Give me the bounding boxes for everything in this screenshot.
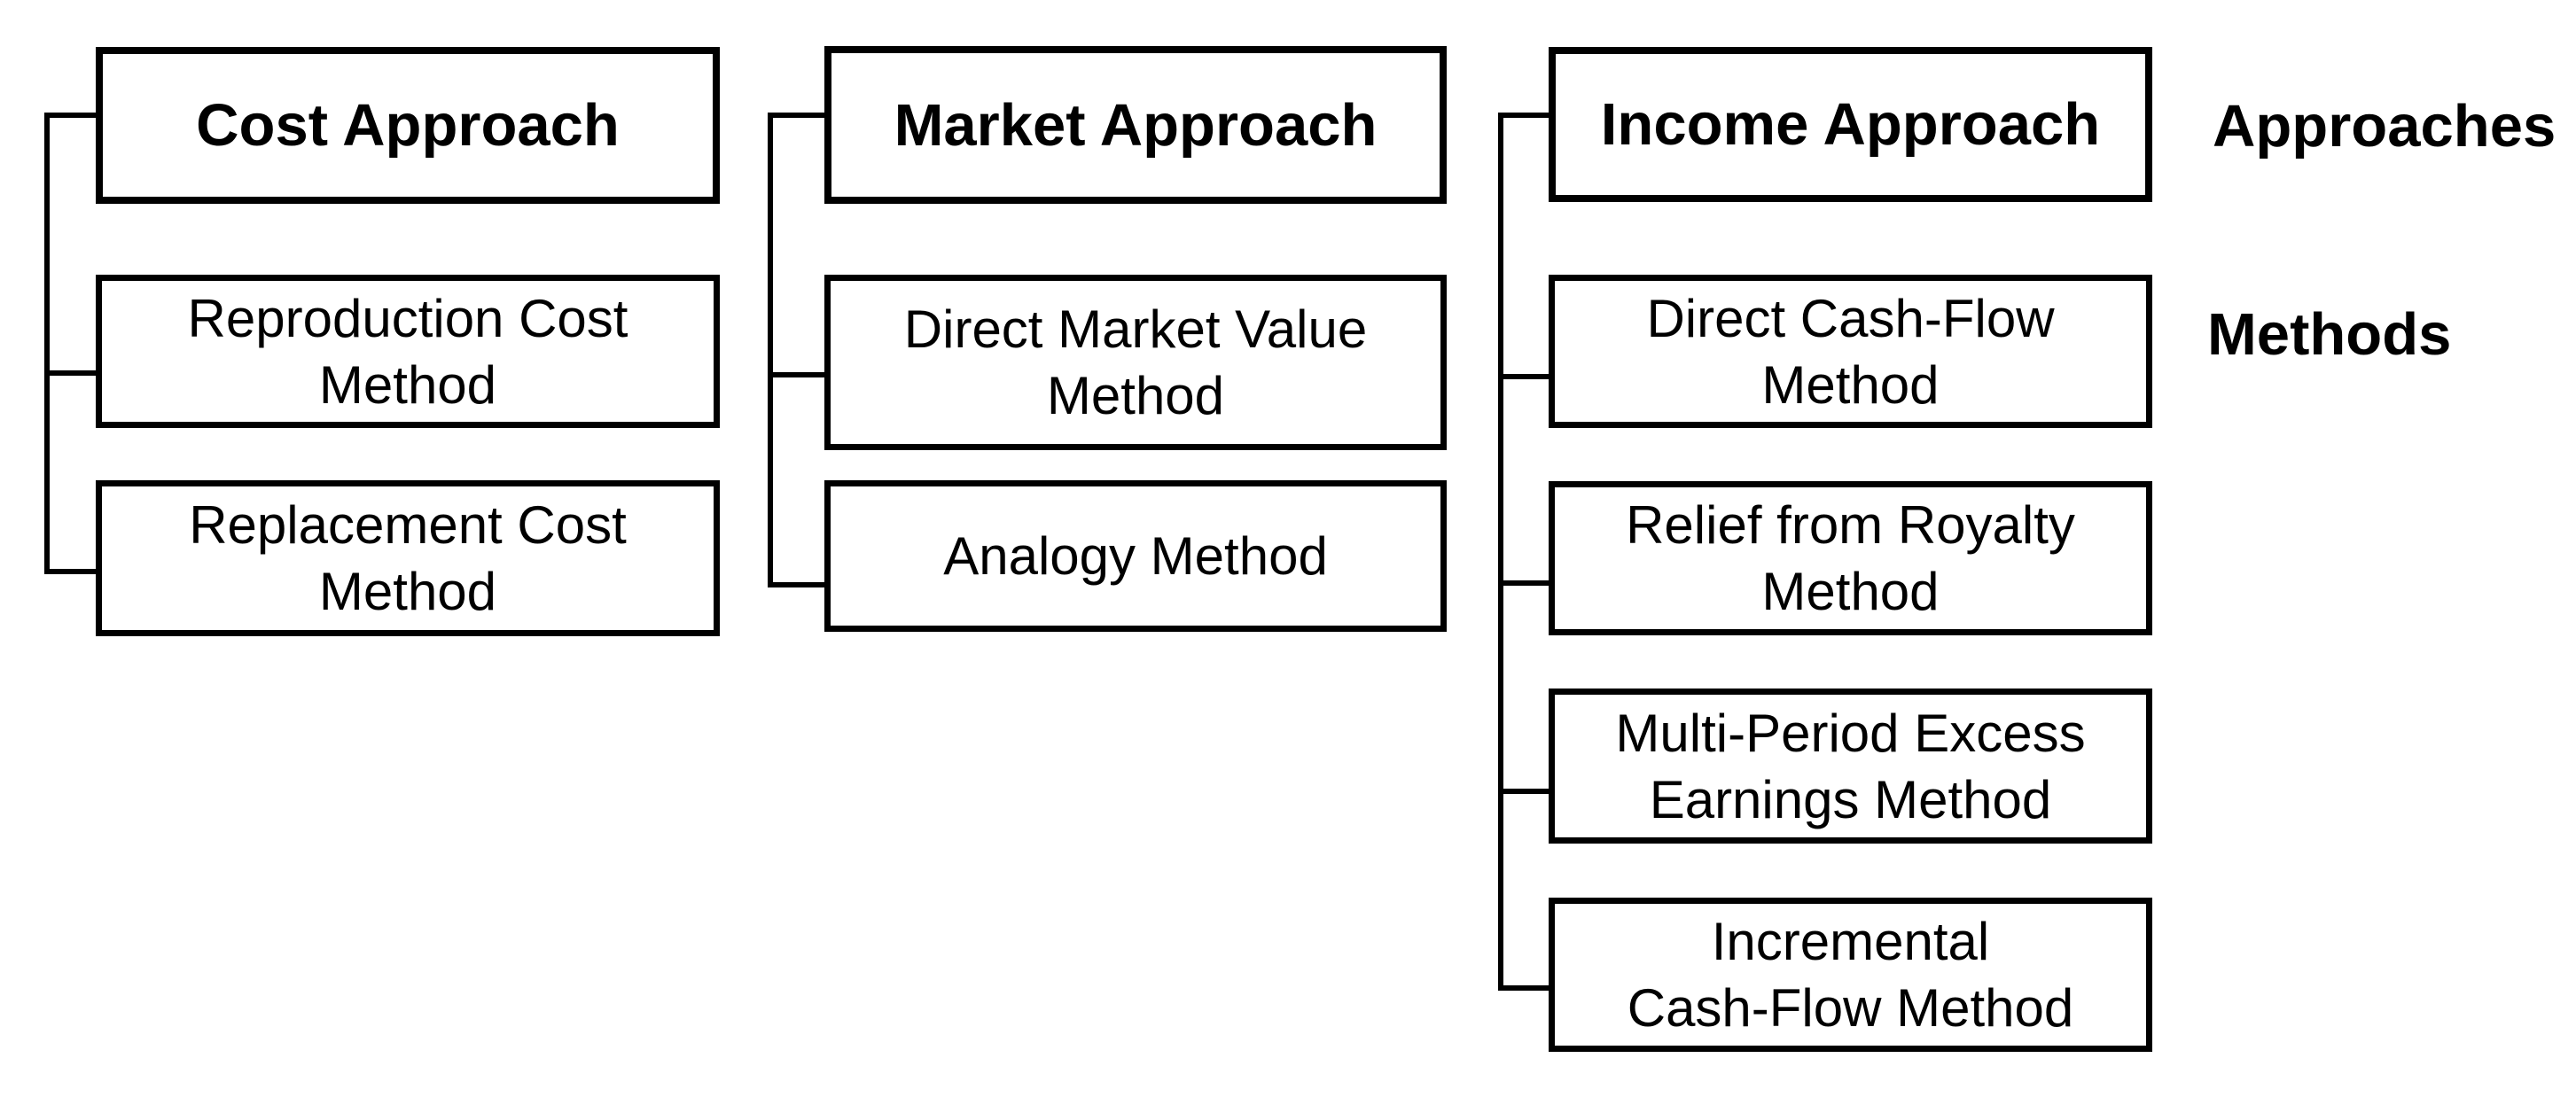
method-label-line: Relief from Royalty: [1626, 495, 2075, 555]
method-label-line: Method: [318, 354, 497, 415]
method-label-line: Method: [1761, 562, 1940, 621]
connector-bracket-cost: [44, 113, 96, 574]
method-label-line: Cash-Flow Method: [1627, 978, 2074, 1038]
multi-period-excess-earnings-method-box: Multi-Period Excess Earnings Method: [1549, 689, 2152, 844]
method-label-line: Method: [1761, 354, 1940, 415]
approaches-row-label: Approaches: [2213, 93, 2556, 159]
method-label-line: Earnings Method: [1649, 769, 2052, 829]
replacement-cost-method-box: Replacement Cost Method: [96, 480, 720, 636]
method-label-line: Method: [1046, 366, 1225, 425]
direct-cash-flow-method-box: Direct Cash-Flow Method: [1549, 275, 2152, 428]
reproduction-cost-method-box: Reproduction Cost Method: [96, 275, 720, 428]
method-label-line: Direct Market Value: [903, 300, 1368, 359]
method-label-line: Method: [318, 562, 497, 621]
connector-bracket-market: [768, 113, 824, 587]
relief-from-royalty-method-box: Relief from Royalty Method: [1549, 481, 2152, 635]
analogy-method-box: Analogy Method: [824, 480, 1447, 632]
methods-row-label: Methods: [2207, 301, 2452, 368]
incremental-cash-flow-method-box: Incremental Cash-Flow Method: [1549, 898, 2152, 1052]
method-label-line: Direct Cash-Flow: [1646, 288, 2055, 348]
direct-market-value-method-box: Direct Market Value Method: [824, 275, 1447, 450]
market-approach-label: Market Approach: [894, 91, 1378, 159]
method-label-line: Incremental: [1711, 912, 1990, 971]
cost-approach-label: Cost Approach: [196, 92, 620, 159]
method-label-line: Multi-Period Excess: [1615, 703, 2086, 763]
method-label-line: Reproduction Cost: [187, 288, 628, 348]
method-label-line: Replacement Cost: [189, 495, 627, 555]
cost-approach-box: Cost Approach: [96, 47, 720, 204]
market-approach-box: Market Approach: [824, 46, 1447, 204]
connector-bracket-income: [1498, 113, 1549, 991]
income-approach-box: Income Approach: [1549, 47, 2152, 202]
method-label-line: Analogy Method: [943, 526, 1328, 586]
income-approach-label: Income Approach: [1600, 91, 2101, 158]
